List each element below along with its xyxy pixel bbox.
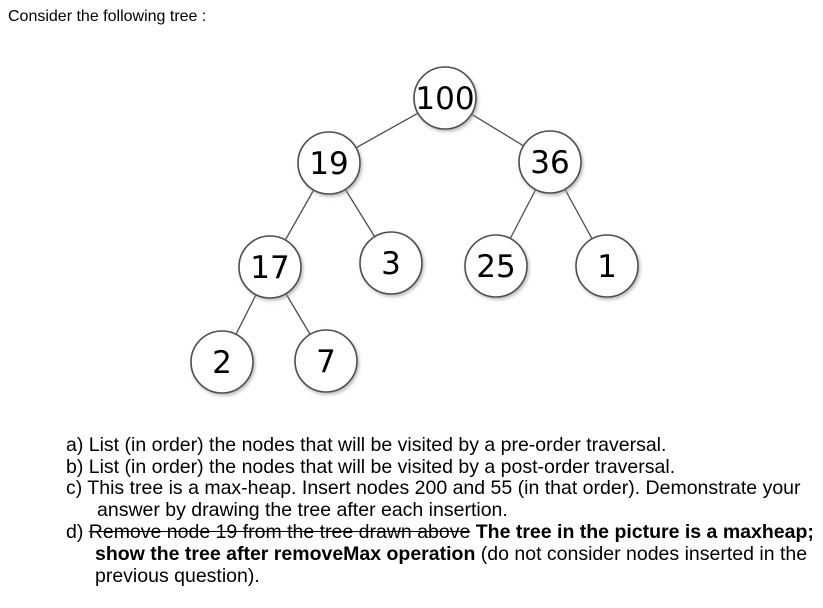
tree-node-label: 7 <box>316 344 336 380</box>
page-title: Consider the following tree : <box>8 8 207 25</box>
tree-node: 100 <box>413 66 477 130</box>
tree-node: 25 <box>464 234 528 298</box>
tree-node-circle <box>413 66 477 130</box>
tree-node-label: 25 <box>476 249 515 285</box>
tree-node-label: 17 <box>250 250 289 286</box>
strikethrough-text: Remove node 19 from the tree drawn above <box>88 521 471 543</box>
tree-node: 7 <box>294 329 358 393</box>
question-text: b) List (in order) the nodes that will b… <box>66 456 676 478</box>
question-line: previous question). <box>95 565 260 587</box>
tree-node-label: 3 <box>381 246 401 282</box>
tree-node-circle <box>297 131 361 195</box>
tree-node-circle <box>359 231 423 295</box>
tree-node: 36 <box>518 130 582 194</box>
tree-node-label: 36 <box>530 145 569 181</box>
question-text: (do not consider nodes inserted in the <box>475 543 808 565</box>
tree-node-label: 100 <box>415 81 474 117</box>
tree-node-circle <box>518 130 582 194</box>
tree-node-label: 1 <box>597 249 617 285</box>
bold-text: show the tree after removeMax operation <box>95 543 476 565</box>
question-line: b) List (in order) the nodes that will b… <box>66 456 676 478</box>
tree-node: 3 <box>359 231 423 295</box>
tree-node-circle <box>575 234 639 298</box>
tree-node: 19 <box>297 131 361 195</box>
binary-tree-diagram: 100 19 36 17 3 25 1 2 7 <box>190 66 639 394</box>
question-text: answer by drawing the tree after each in… <box>97 499 508 521</box>
tree-node-circle <box>464 234 528 298</box>
question-line: answer by drawing the tree after each in… <box>97 499 508 521</box>
tree-node-circle <box>238 235 302 299</box>
tree-node-label: 2 <box>212 345 232 381</box>
tree-node-label: 19 <box>309 146 348 182</box>
question-text: a) List (in order) the nodes that will b… <box>66 434 667 456</box>
question-line: c) This tree is a max-heap. Insert nodes… <box>66 477 801 499</box>
tree-node: 1 <box>575 234 639 298</box>
tree-node-circle <box>190 330 254 394</box>
question-text: c) This tree is a max-heap. Insert nodes… <box>66 477 801 499</box>
question-text: d) <box>66 521 89 543</box>
question-line: a) List (in order) the nodes that will b… <box>66 434 667 456</box>
tree-node-circle <box>294 329 358 393</box>
tree-node: 17 <box>238 235 302 299</box>
question-line: show the tree after removeMax operation … <box>95 543 808 565</box>
question-text: previous question). <box>95 565 260 587</box>
tree-nodes-layer: 100 19 36 17 3 25 1 2 7 <box>190 66 639 394</box>
question-line: d) Remove node 19 from the tree drawn ab… <box>66 521 814 543</box>
bold-text: The tree in the picture is a maxheap; <box>475 521 814 543</box>
tree-node: 2 <box>190 330 254 394</box>
